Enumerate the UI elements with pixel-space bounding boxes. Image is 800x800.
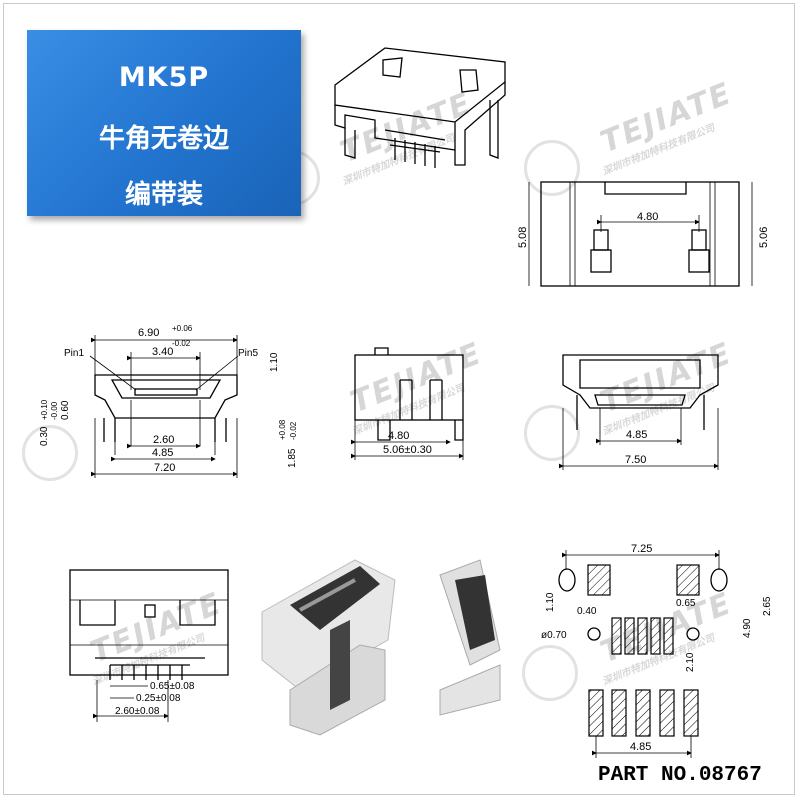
front-view-drawing: 6.90 +0.06 -0.02 3.40 Pin1 Pin5 1.10 2.6…	[39, 324, 298, 478]
svg-text:0.65±0.08: 0.65±0.08	[150, 681, 195, 692]
svg-text:+0.08: +0.08	[278, 419, 287, 440]
back-view-drawing: 4.85 7.50	[559, 354, 719, 470]
svg-text:5.08: 5.08	[517, 227, 529, 248]
svg-text:ø0.70: ø0.70	[541, 630, 567, 641]
bottom-view-drawing: 0.65±0.08 0.25±0.08 2.60±0.08	[69, 569, 229, 722]
svg-text:2.10: 2.10	[685, 652, 696, 672]
svg-text:1.85: 1.85	[287, 448, 298, 468]
svg-text:5.06: 5.06	[758, 227, 770, 248]
title-line-3: 编带装	[124, 180, 203, 210]
svg-text:Pin1: Pin1	[64, 348, 84, 359]
svg-text:6.90: 6.90	[138, 327, 159, 339]
model-name: MK5P	[118, 62, 210, 93]
side-view-drawing: 4.80 5.06±0.30	[351, 347, 464, 460]
watermark-logo	[524, 405, 580, 461]
svg-text:1.10: 1.10	[269, 352, 280, 372]
watermark-logo	[22, 425, 78, 481]
svg-text:-0.02: -0.02	[289, 421, 298, 440]
svg-text:0.25±0.08: 0.25±0.08	[136, 693, 181, 704]
svg-text:5.06±0.30: 5.06±0.30	[383, 444, 432, 456]
iso-view-drawing	[334, 47, 506, 168]
watermark-logo	[522, 645, 578, 701]
svg-text:-0.02: -0.02	[172, 339, 191, 348]
svg-text:-0.00: -0.00	[50, 401, 59, 420]
svg-text:3.40: 3.40	[152, 346, 173, 358]
title-box: MK5P 牛角无卷边 编带装	[27, 30, 301, 216]
watermark-logo	[524, 140, 580, 196]
svg-text:4.80: 4.80	[637, 211, 658, 223]
part-number: PART NO.08767	[598, 764, 762, 787]
svg-text:2.60: 2.60	[153, 434, 174, 446]
svg-text:Pin5: Pin5	[238, 348, 258, 359]
svg-text:4.85: 4.85	[630, 741, 651, 753]
svg-text:7.25: 7.25	[631, 543, 652, 555]
svg-text:2.65: 2.65	[762, 596, 773, 616]
svg-text:0.30: 0.30	[39, 426, 50, 446]
svg-text:+0.06: +0.06	[172, 324, 193, 333]
svg-text:2.60±0.08: 2.60±0.08	[115, 706, 160, 717]
svg-text:0.40: 0.40	[577, 606, 597, 617]
svg-text:4.85: 4.85	[626, 429, 647, 441]
svg-text:4.80: 4.80	[388, 430, 409, 442]
product-photo	[261, 559, 501, 736]
svg-text:4.90: 4.90	[742, 618, 753, 638]
svg-text:0.60: 0.60	[60, 400, 71, 420]
image-frame	[3, 3, 795, 795]
svg-text:+0.10: +0.10	[40, 399, 49, 420]
pcb-footprint-drawing: 7.25 1.10 0.40 0.65 2.65 4.90 ø0.70 2.10…	[541, 543, 773, 758]
svg-text:7.50: 7.50	[625, 454, 646, 466]
svg-text:1.10: 1.10	[545, 592, 556, 612]
svg-text:0.65: 0.65	[676, 598, 696, 609]
svg-text:7.20: 7.20	[154, 462, 175, 474]
title-line-2: 牛角无卷边	[98, 124, 229, 154]
top-view-drawing: 4.80 5.08 5.06	[517, 181, 770, 287]
svg-text:4.85: 4.85	[152, 447, 173, 459]
